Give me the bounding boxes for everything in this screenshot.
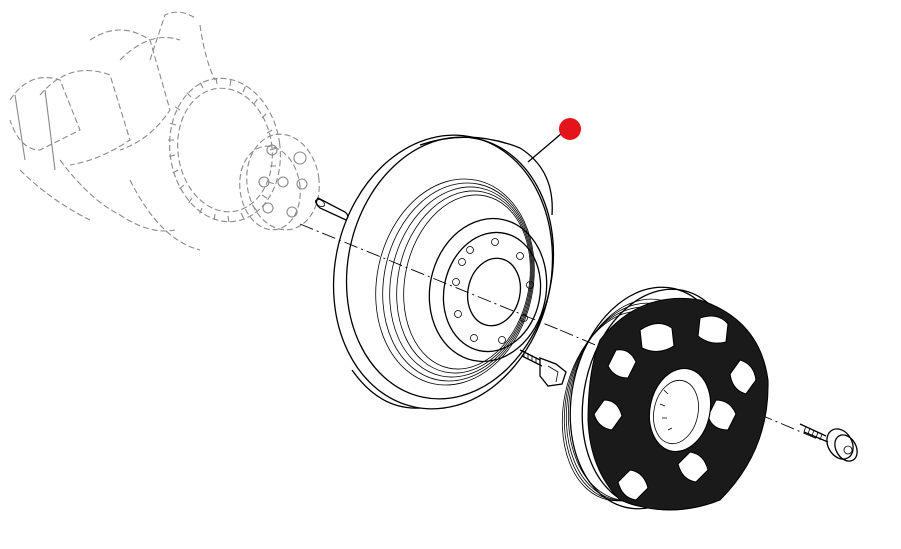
socket-head-cap-screw (799, 423, 858, 462)
highlight-marker-dot[interactable] (559, 118, 581, 140)
pulley-bolt (519, 349, 567, 387)
crankshaft-pulley-damper (332, 134, 555, 410)
part-callout[interactable] (527, 118, 581, 163)
belt-groove-lines (375, 178, 535, 386)
vibration-damper-hub (561, 286, 769, 511)
hub-bolt-holes (452, 238, 534, 344)
crankshaft-phantom (9, 11, 216, 251)
timing-gear-phantom (167, 76, 281, 224)
center-axis-line (299, 223, 821, 441)
crank-nose-flange-phantom (239, 133, 320, 231)
dowel-pin (315, 197, 349, 221)
